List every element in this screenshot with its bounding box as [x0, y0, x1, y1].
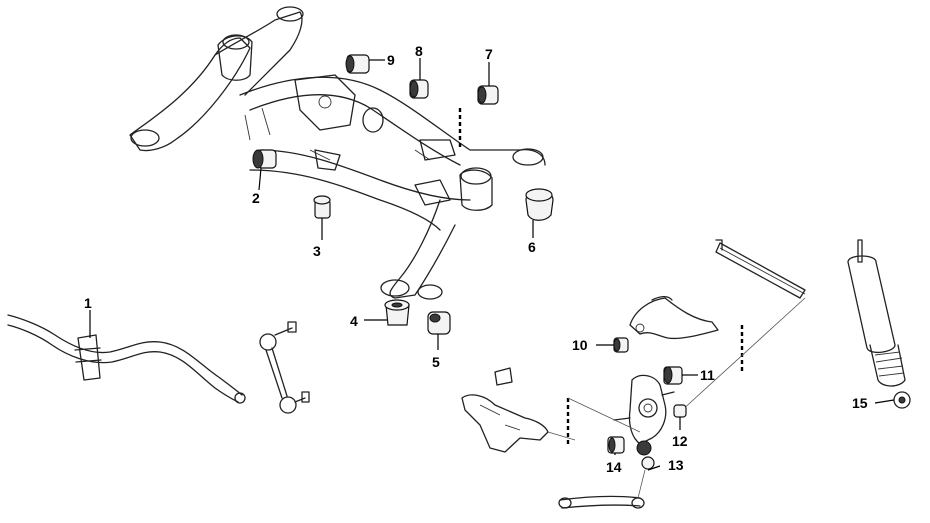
upper-control-arm: [629, 295, 719, 340]
callout-10: 10: [572, 337, 588, 353]
callout-3: 3: [313, 243, 321, 259]
callouts: 1 2 3 4 5 6 7 8 9 10 11 12 13 14 15: [84, 43, 868, 475]
callout-15: 15: [852, 395, 868, 411]
callout-13: 13: [668, 457, 684, 473]
lateral-link: [558, 469, 646, 509]
bushing-4: [384, 299, 410, 326]
callout-7: 7: [485, 46, 493, 62]
bushing-5: [427, 311, 451, 335]
callout-8: 8: [415, 43, 423, 59]
bushing-6: [525, 188, 554, 221]
stabilizer-bar: [7, 314, 246, 404]
bushing-9: [345, 54, 370, 74]
callout-9: 9: [387, 52, 395, 68]
knuckle-lower-bushing: [636, 440, 652, 456]
knuckle: [613, 374, 675, 445]
bushing-12: [673, 404, 687, 418]
stabilizer-link: [259, 321, 310, 414]
callout-6: 6: [528, 239, 536, 255]
lower-control-arm: [461, 367, 576, 453]
callout-1: 1: [84, 295, 92, 311]
bushing-7: [477, 85, 499, 105]
bushing-11: [663, 366, 683, 385]
bushing-10: [613, 337, 629, 353]
callout-12: 12: [672, 433, 688, 449]
rear-subframe: [129, 6, 546, 300]
callout-2: 2: [252, 190, 260, 206]
guide-lower-knuckle: [567, 397, 641, 433]
callout-5: 5: [432, 354, 440, 370]
bushing-8: [409, 79, 429, 99]
callout-4: 4: [350, 313, 358, 329]
bushing-13: [641, 456, 655, 470]
leader-lines: [89, 58, 895, 471]
callout-11: 11: [700, 367, 715, 383]
bushing-14: [607, 436, 625, 454]
shock-absorber: [847, 239, 911, 409]
bushing-3: [313, 195, 331, 219]
trailing-link: [679, 239, 806, 413]
bushing-2: [252, 149, 277, 169]
callout-14: 14: [606, 459, 622, 475]
